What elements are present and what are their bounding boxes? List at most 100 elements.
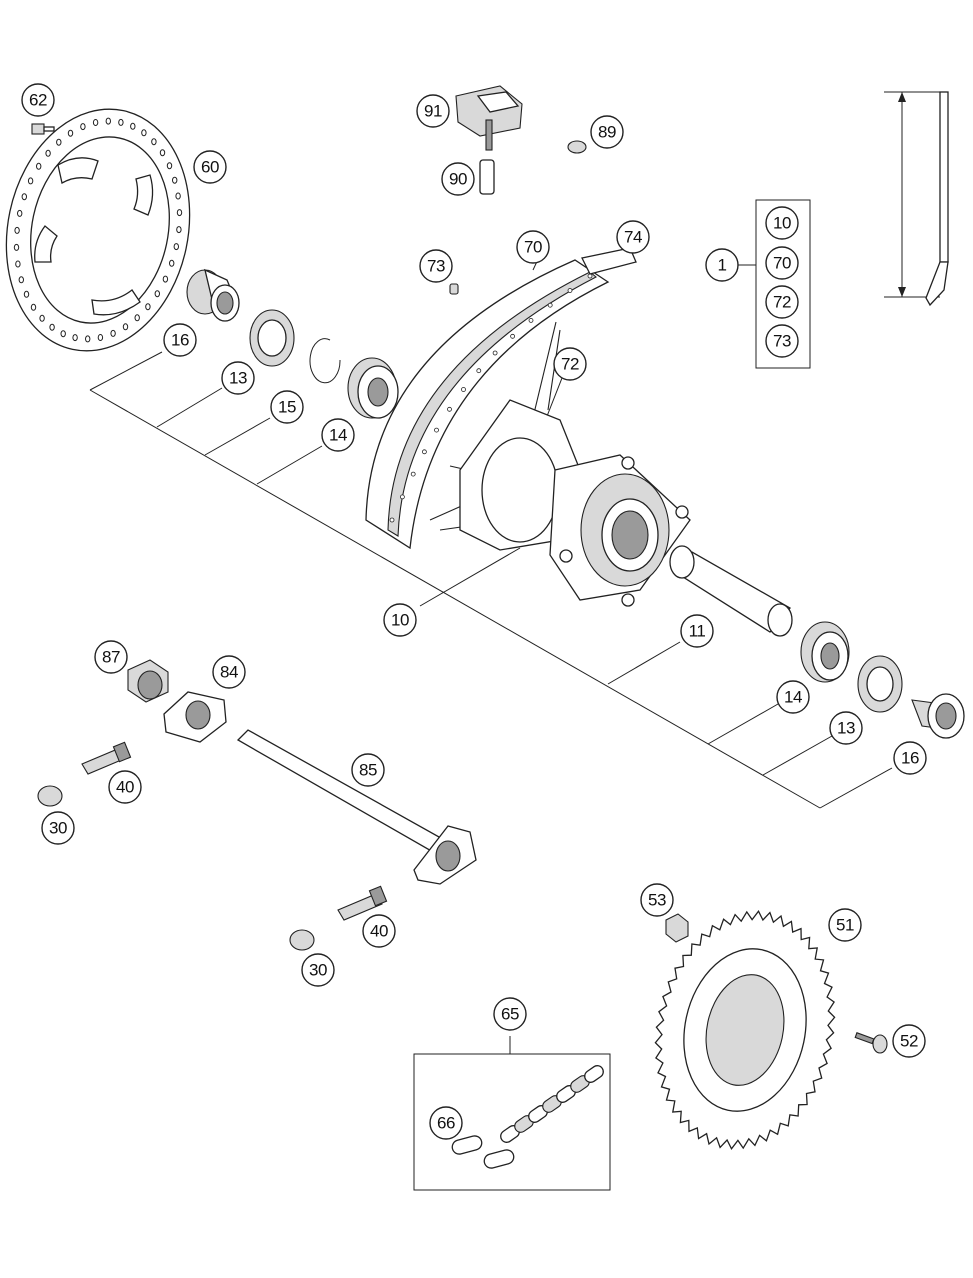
svg-text:85: 85 xyxy=(359,761,377,780)
wheel-hub xyxy=(459,399,691,607)
svg-text:16: 16 xyxy=(171,331,189,350)
disc-hole xyxy=(13,243,20,251)
hub-spacer-tube xyxy=(669,545,793,637)
svg-text:30: 30 xyxy=(309,961,327,980)
svg-text:16: 16 xyxy=(901,749,919,768)
svg-text:65: 65 xyxy=(501,1005,519,1024)
disc-hole xyxy=(162,275,169,283)
svg-text:91: 91 xyxy=(424,102,442,121)
disc-hole xyxy=(172,176,178,184)
callout: 10 xyxy=(383,603,417,637)
disc-hole xyxy=(60,330,66,338)
wheel-axle xyxy=(236,729,477,885)
callout: 13 xyxy=(221,361,255,395)
rim-tape xyxy=(581,247,637,275)
callout-kit: 1 xyxy=(705,248,739,282)
callout: 52 xyxy=(892,1024,926,1058)
chain-adjuster-left xyxy=(163,691,227,743)
tire-valve-cap xyxy=(455,85,523,137)
svg-text:30: 30 xyxy=(49,819,67,838)
shaft-seal-left xyxy=(249,309,295,367)
circlip xyxy=(309,338,341,384)
callout: 91 xyxy=(416,94,450,128)
callout: 90 xyxy=(441,162,475,196)
svg-text:73: 73 xyxy=(773,332,791,351)
disc-hole xyxy=(134,314,140,322)
disc-hole xyxy=(159,149,166,157)
disc-hole xyxy=(92,119,99,126)
svg-text:90: 90 xyxy=(449,170,467,189)
disc-hole xyxy=(166,162,173,170)
disc-hole xyxy=(23,290,30,298)
rim-hole xyxy=(447,406,452,412)
disc-hole xyxy=(15,260,21,268)
disc-hole xyxy=(105,117,112,125)
disc-hole xyxy=(169,259,175,267)
callout: 73 xyxy=(419,249,453,283)
adjusting-screw-left xyxy=(81,741,132,775)
disc-hole xyxy=(85,335,91,343)
svg-text:84: 84 xyxy=(220,663,238,682)
svg-text:10: 10 xyxy=(773,214,791,233)
svg-text:52: 52 xyxy=(900,1032,918,1051)
svg-text:13: 13 xyxy=(229,369,247,388)
svg-text:74: 74 xyxy=(624,228,642,247)
callout: 11 xyxy=(680,614,714,648)
svg-text:14: 14 xyxy=(329,426,347,445)
disc-hole xyxy=(18,276,24,284)
svg-text:89: 89 xyxy=(598,123,616,142)
callout: 16 xyxy=(163,323,197,357)
disc-hole xyxy=(176,209,183,217)
callout-kit-item: 10 xyxy=(765,206,799,240)
bearing-left xyxy=(347,357,399,419)
svg-text:51: 51 xyxy=(836,916,854,935)
disc-hole xyxy=(141,129,147,137)
rear-sprocket xyxy=(654,909,836,1151)
callout: 89 xyxy=(590,115,624,149)
callout: 85 xyxy=(351,753,385,787)
spoke-reference xyxy=(925,91,949,307)
spacer-right xyxy=(911,693,965,739)
callout: 60 xyxy=(193,150,227,184)
sprocket-nut xyxy=(665,913,689,943)
chain-link xyxy=(584,1065,604,1083)
rim-hole xyxy=(421,449,427,455)
svg-text:62: 62 xyxy=(29,91,47,110)
callout-labels: 62 60 91 89 90 70 74 73 72 16 13 15 14 1… xyxy=(21,83,927,1140)
disc-hole xyxy=(49,323,55,331)
disc-hole xyxy=(36,162,42,170)
svg-text:53: 53 xyxy=(648,891,666,910)
disc-hole xyxy=(80,123,86,131)
callout: 40 xyxy=(108,770,142,804)
shaft-seal-right xyxy=(857,655,903,713)
rim-hole xyxy=(476,368,482,374)
callout-kit-item: 73 xyxy=(765,324,799,358)
drive-chain xyxy=(500,1065,604,1143)
disc-bolt xyxy=(31,123,55,135)
rim-hole xyxy=(547,302,553,308)
svg-text:40: 40 xyxy=(116,778,134,797)
callout: 70 xyxy=(516,230,550,264)
disc-hole xyxy=(45,149,51,157)
wheel-rim xyxy=(365,259,610,550)
callout: 62 xyxy=(21,83,55,117)
spoke-nipple xyxy=(449,283,459,295)
callout: 13 xyxy=(829,711,863,745)
rim-hole xyxy=(434,427,439,433)
callout: 30 xyxy=(301,953,335,987)
callout: 66 xyxy=(429,1106,463,1140)
callout: 14 xyxy=(321,418,355,452)
callout: 40 xyxy=(362,914,396,948)
svg-text:72: 72 xyxy=(773,293,791,312)
svg-text:11: 11 xyxy=(689,622,706,641)
disc-hole xyxy=(97,334,104,341)
callout-kit-item: 70 xyxy=(765,246,799,280)
callout: 74 xyxy=(616,220,650,254)
adjusting-screw-center xyxy=(337,885,388,921)
disc-hole xyxy=(27,177,34,185)
sprocket-bolt xyxy=(854,1032,888,1054)
rim-hole xyxy=(399,494,405,500)
adjuster-nut-center xyxy=(289,929,315,951)
svg-text:87: 87 xyxy=(102,648,120,667)
disc-hole xyxy=(173,243,180,251)
